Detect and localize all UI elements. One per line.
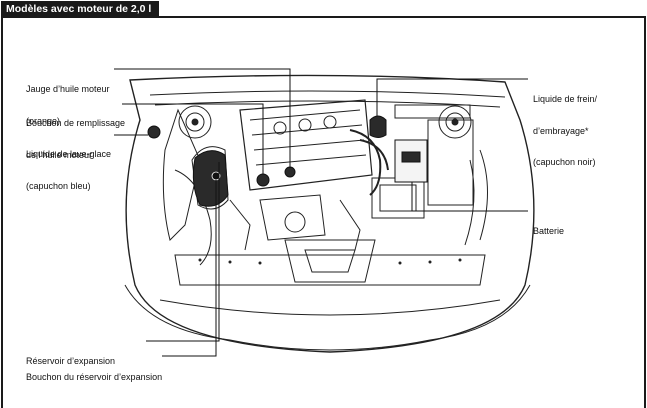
callout-battery-line-1: Batterie xyxy=(533,226,565,236)
expansion-tank-shape xyxy=(192,150,229,207)
callout-oil-filler-cap-line-2: de l’huile moteur xyxy=(26,149,93,160)
callout-oil-dipstick-line-1: Jauge d’huile moteur xyxy=(26,84,110,94)
oil-dipstick-handle-shape xyxy=(284,166,296,178)
section-title: Modèles avec moteur de 2,0 l xyxy=(1,1,160,17)
callout-oil-filler-cap: Bouchon de remplissage de l’huile moteur xyxy=(26,97,125,171)
callout-oil-dipstick-line-2: (orange) xyxy=(26,115,61,126)
callout-brake-clutch-fluid-line-2: d’embrayage* xyxy=(533,125,589,136)
leader-lines xyxy=(114,68,528,357)
callout-washer-fluid-line-2: (capuchon bleu) xyxy=(26,180,91,191)
frame-right-rule xyxy=(644,16,646,408)
callout-washer-fluid: Liquide de lave-glace (capuchon bleu) xyxy=(26,128,111,202)
callout-expansion-tank: Réservoir d’expansion xyxy=(26,335,115,377)
callout-battery: Batterie xyxy=(533,205,564,247)
callout-expansion-tank-cap-line-1: Bouchon du réservoir d’expansion xyxy=(26,372,163,382)
callout-oil-filler-cap-line-1: Bouchon de remplissage xyxy=(26,118,126,128)
oil-filler-cap-shape xyxy=(256,173,270,187)
washer-fluid-cap-shape xyxy=(147,125,161,139)
engine-bay-illustration xyxy=(124,74,535,353)
header-rule xyxy=(1,16,646,18)
brake-fluid-reservoir-shape xyxy=(369,115,387,138)
callout-brake-clutch-fluid-line-1: Liquide de frein/ xyxy=(533,94,598,104)
callout-washer-fluid-line-1: Liquide de lave-glace xyxy=(26,149,112,159)
callout-brake-clutch-fluid: Liquide de frein/ d’embrayage* (capuchon… xyxy=(533,73,597,178)
callout-oil-dipstick: Jauge d’huile moteur (orange) xyxy=(26,63,110,137)
frame-left-rule xyxy=(1,16,3,408)
callout-expansion-tank-cap: Bouchon du réservoir d’expansion xyxy=(26,351,162,393)
callout-brake-clutch-fluid-line-3: (capuchon noir) xyxy=(533,157,596,167)
callout-expansion-tank-line-1: Réservoir d’expansion xyxy=(26,356,116,366)
battery-terminal-shape xyxy=(401,151,421,163)
